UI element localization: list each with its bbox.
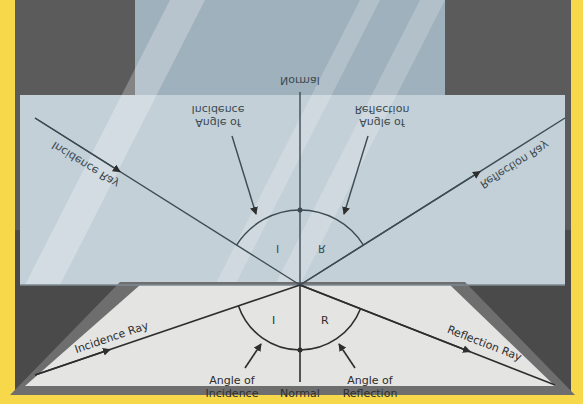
reflection-ray [300,285,555,385]
mirror-ray-arrow [300,172,480,285]
angle-label: Angle of Reflection [333,374,407,400]
mirror-ray-label: Reflection Ray [478,138,552,191]
ray-label: Reflection Ray [445,323,523,364]
leader-arrow [245,344,261,368]
ray-label: Incidence Ray [73,319,150,356]
mirror-angle-label: Angle of Incidence [184,103,252,129]
angle-arc [239,306,361,350]
mirror-leader-arrow [232,136,256,214]
ray-arrow [35,350,110,376]
wall [15,0,571,395]
leader-arrow [339,344,355,368]
glare-streak [25,0,205,285]
mirror-arc-dot [298,208,303,213]
mirror-edge [20,284,565,286]
mirror-normal-label: Normal [280,74,320,87]
glare-streak [275,0,445,285]
angle-letter: R [321,314,329,327]
mirror-angle-arc [236,210,363,245]
angle-label: Angle of Incidence [198,374,266,400]
paper-sheet [25,285,555,386]
mirror-angle-label: Angle of Reflection [345,103,419,129]
normal-label: Normal [280,387,320,400]
mirror-reflection-ray [300,118,565,285]
arc-dot [298,348,303,353]
mirror-angle-letter: I [276,242,279,255]
mirror-leader-arrow [344,136,368,214]
mirror-ray-label: Incidence Ray [49,139,121,191]
mirror-angle-letter: R [318,242,326,255]
mirror-incidence-ray [35,118,300,285]
normal-line [299,285,301,382]
base-stand [10,282,575,395]
angle-letter: I [272,314,275,327]
mirror-normal-line [299,92,300,285]
ray-arrow [300,285,470,352]
incidence-ray [35,285,300,375]
